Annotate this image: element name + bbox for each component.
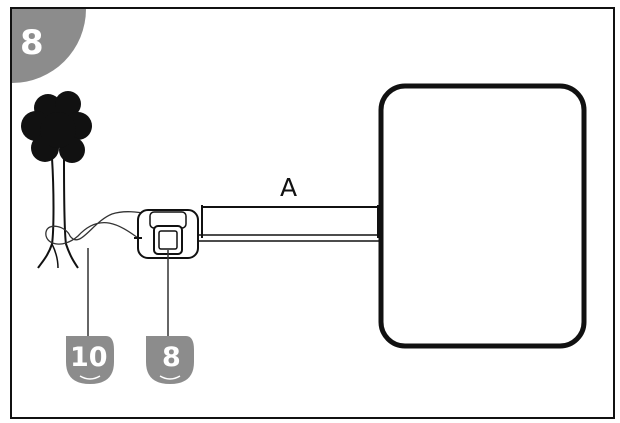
boundary-wire <box>45 211 151 245</box>
lawn-area-outline <box>378 83 587 349</box>
frame-border <box>10 7 615 419</box>
step-badge-shape <box>12 9 86 83</box>
callout-10-number: 10 <box>70 342 108 373</box>
callout-8: 8 <box>146 336 194 384</box>
step-number: 8 <box>20 23 44 63</box>
charging-station-icon <box>134 209 199 259</box>
callout-8-number: 8 <box>162 342 181 373</box>
tree-icon <box>21 91 92 269</box>
dimension-a: A <box>201 173 379 238</box>
callout-10: 10 <box>66 336 114 384</box>
guide-wire <box>198 234 392 242</box>
step-badge: 8 <box>12 9 86 83</box>
dimension-label: A <box>280 173 297 202</box>
